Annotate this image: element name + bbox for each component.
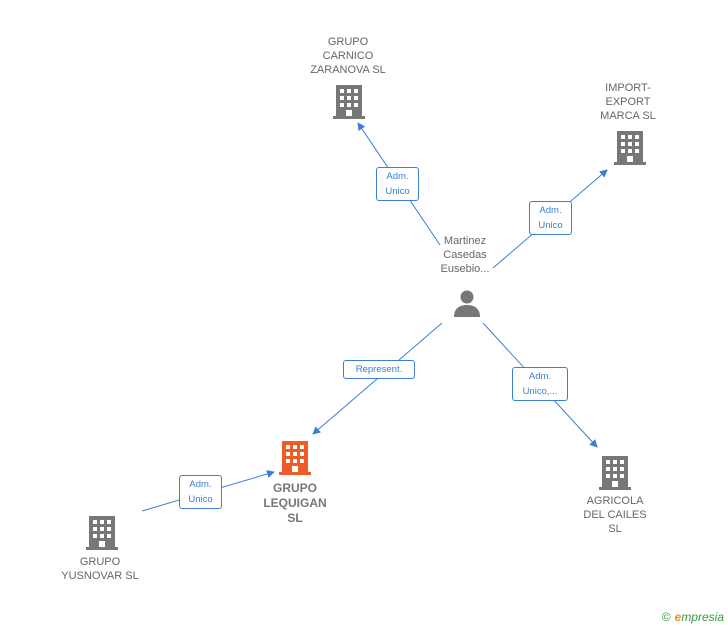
person-icon[interactable]	[452, 288, 482, 318]
node-label-grupo-lequigan[interactable]: GRUPO LEQUIGAN SL	[263, 481, 327, 525]
brand-watermark: ©empresia	[662, 610, 724, 624]
node-label-person[interactable]: Martinez Casedas Eusebio...	[440, 235, 490, 275]
relation-box-adm-unico[interactable]: Adm. Unico	[179, 475, 222, 509]
building-icon[interactable]	[599, 455, 631, 491]
node-label-agricola[interactable]: AGRICOLA DEL CAILES SL	[583, 495, 647, 535]
relation-box-adm-unico-more[interactable]: Adm. Unico,...	[512, 367, 568, 401]
brand-initial: e	[674, 610, 682, 624]
building-icon[interactable]	[614, 130, 646, 166]
node-label-grupo-carnico[interactable]: GRUPO CARNICO ZARANOVA SL	[310, 36, 386, 76]
building-icon[interactable]	[333, 84, 365, 120]
brand-name: mpresia	[681, 610, 724, 624]
copyright-icon: ©	[661, 610, 671, 624]
building-icon-main[interactable]	[279, 440, 311, 476]
node-label-import-export[interactable]: IMPORT- EXPORT MARCA SL	[600, 82, 656, 122]
building-icon[interactable]	[86, 515, 118, 551]
relation-box-adm-unico[interactable]: Adm. Unico	[529, 201, 572, 235]
relation-box-represent[interactable]: Represent.	[343, 360, 415, 379]
node-label-grupo-yusnovar[interactable]: GRUPO YUSNOVAR SL	[61, 556, 139, 582]
relation-box-adm-unico[interactable]: Adm. Unico	[376, 167, 419, 201]
